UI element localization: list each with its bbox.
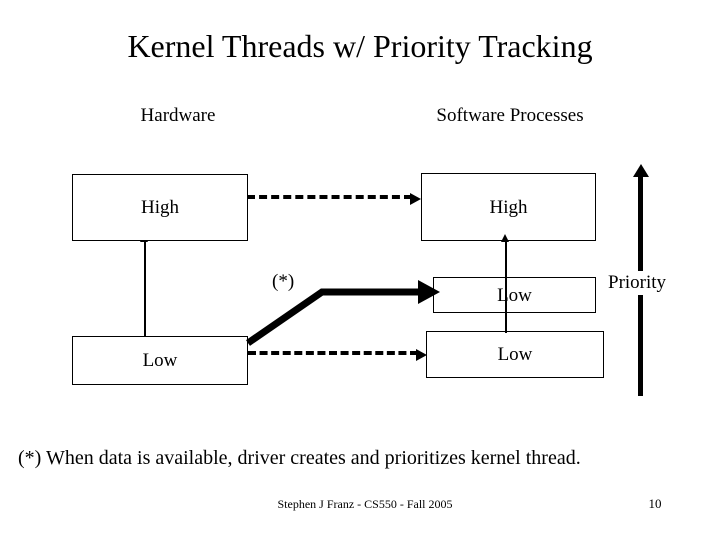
dashed-arrow-low-to-low [248,349,427,361]
column-header-software: Software Processes [436,105,584,126]
hardware-priority-connector-arrow [141,234,148,337]
page-title: Kernel Threads w/ Priority Tracking [127,28,593,64]
footer-credit: Stephen J Franz - CS550 - Fall 2005 [277,497,453,511]
software-priority-connector-arrow [502,234,509,333]
software-low-upper-box: Low [433,277,596,313]
star-marker-label: (*) [272,271,295,292]
column-header-hardware: Hardware [140,105,216,126]
footnote-text: (*) When data is available, driver creat… [18,447,581,469]
software-high-box: High [421,173,596,241]
footer-page-number: 10 [648,496,662,511]
thick-bent-arrow-low-to-high-priority [240,275,450,355]
priority-axis-label: Priority [606,271,669,295]
software-low-lower-box: Low [426,331,604,378]
hardware-high-box: High [72,174,248,241]
hardware-low-box: Low [72,336,248,385]
dashed-arrow-high-to-high [247,193,421,205]
